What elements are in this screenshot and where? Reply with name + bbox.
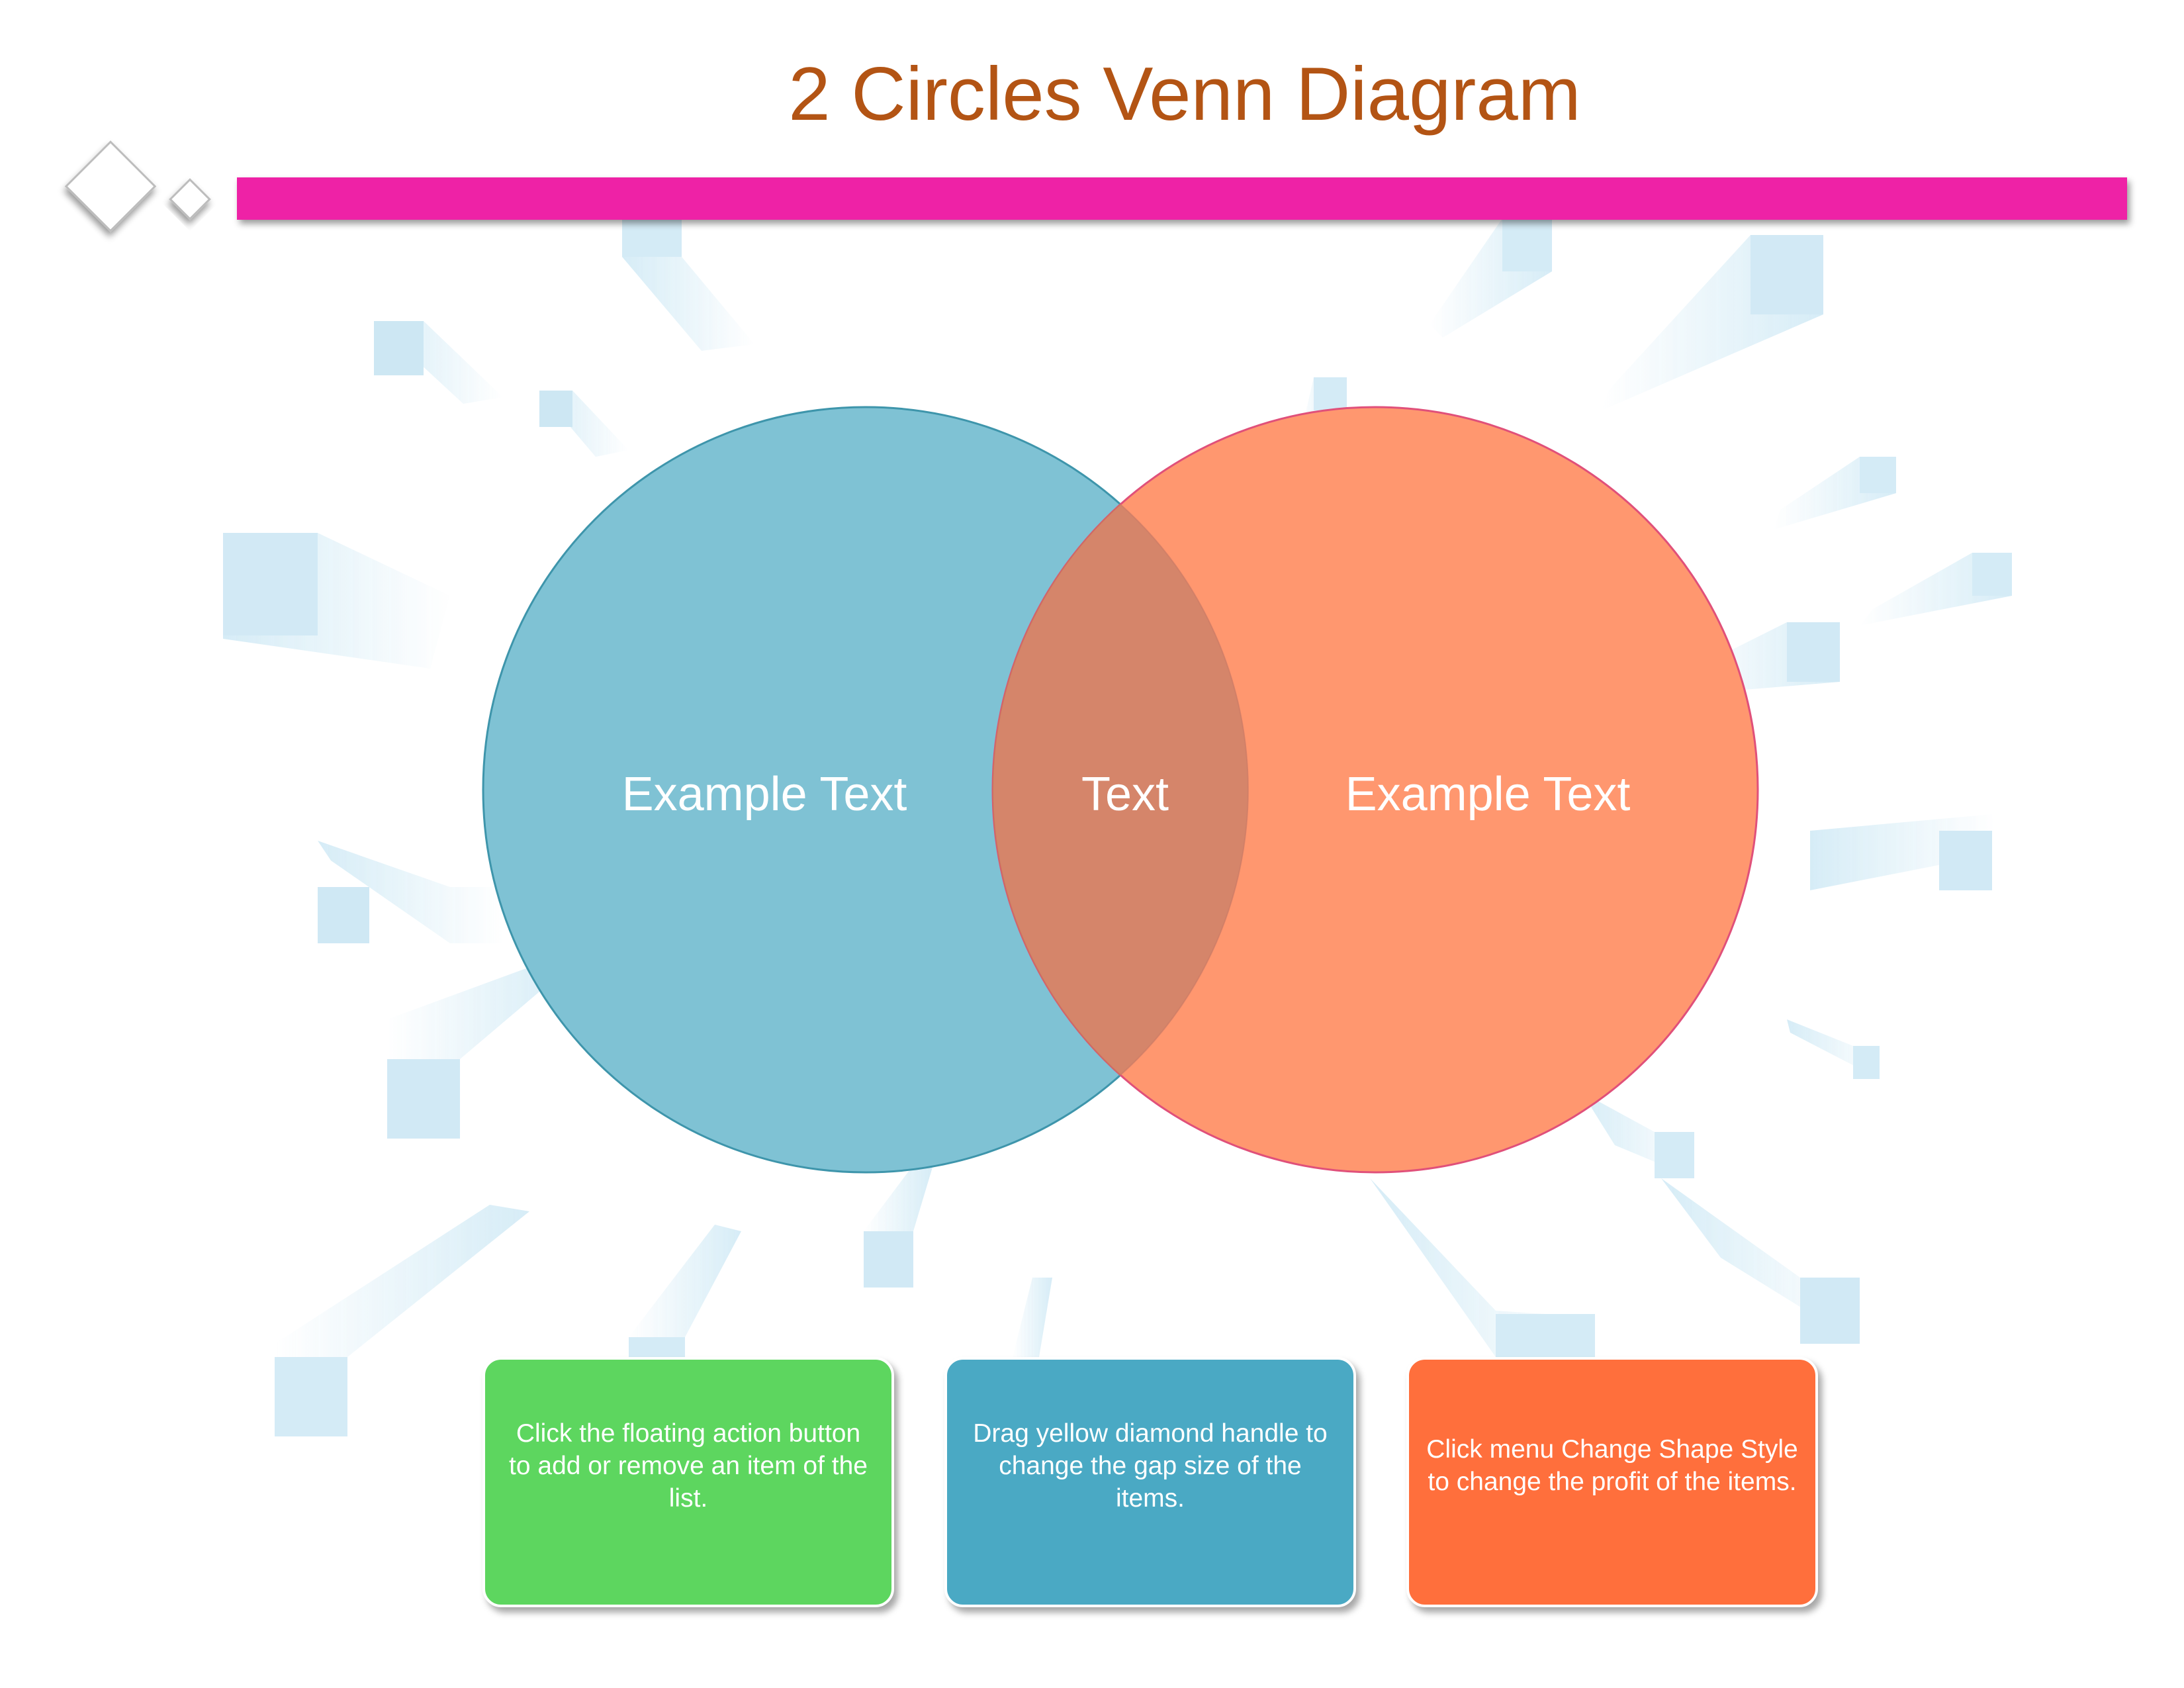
venn-circles [482,406,1759,1174]
tip-card-gap-size[interactable]: Drag yellow diamond handle to change the… [944,1357,1356,1607]
right-circle-label[interactable]: Example Text [1345,768,1631,821]
tip-card-add-remove[interactable]: Click the floating action button to add … [482,1357,894,1607]
tip-text: Drag yellow diamond handle to change the… [973,1419,1328,1513]
tip-text: Click menu Change Shape Style to change … [1426,1435,1798,1496]
page-title: 2 Circles Venn Diagram [788,52,1581,136]
header-decoration [64,140,2127,232]
overlap-label[interactable]: Text [1081,768,1169,821]
background-cube-decorations [223,205,2012,1436]
overlap-region[interactable] [993,407,1758,1172]
header-bar [237,177,2127,220]
tip-card-shape-style[interactable]: Click menu Change Shape Style to change … [1406,1357,1818,1607]
small-diamond-icon [169,178,211,220]
left-circle-label[interactable]: Example Text [621,768,907,821]
large-diamond-icon [64,140,157,232]
tip-text: Click the floating action button to add … [509,1419,868,1513]
